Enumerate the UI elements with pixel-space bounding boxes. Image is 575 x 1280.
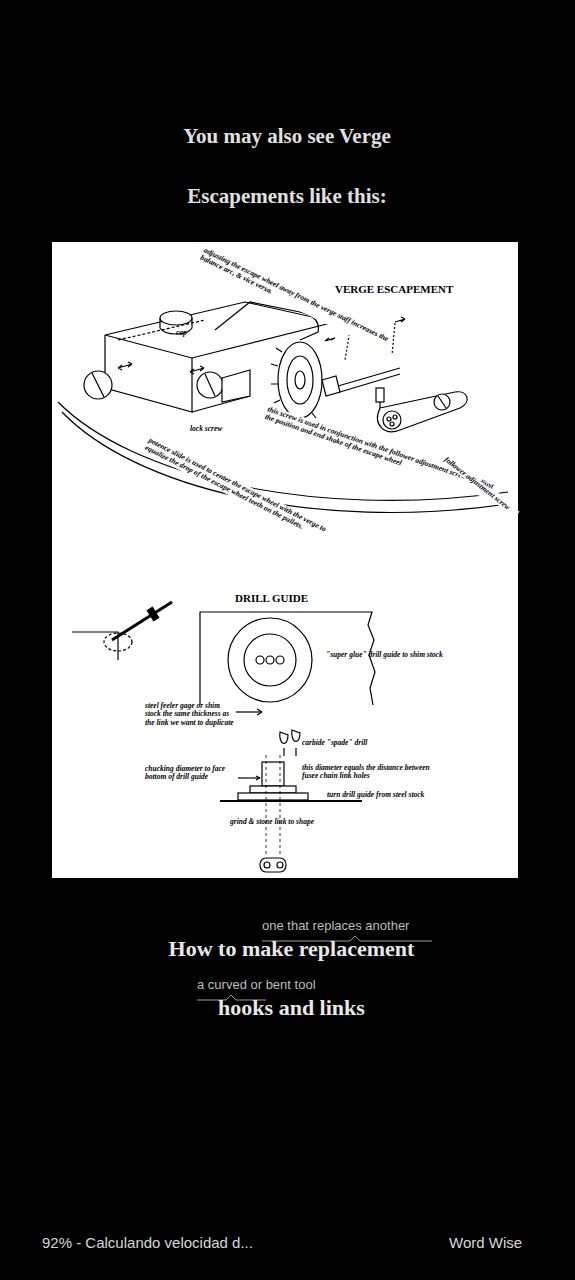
callout-note: carbide "spade" drill [302, 739, 402, 747]
verge-escapement [58, 302, 508, 512]
page-heading: You may also see Verge Escapements like … [137, 106, 437, 226]
section-heading: hooks and links [4, 995, 575, 1021]
word-wise-hint: a curved or bent tool [197, 977, 316, 992]
section-heading: How to make replacement [4, 936, 575, 962]
part-name: cap [176, 329, 187, 337]
callout-note: steel feeler gage or shim stock the same… [145, 702, 237, 727]
footer-label: Word Wise [449, 1234, 522, 1251]
reading-progress: 92% - Calculando velocidad d... [42, 1234, 253, 1251]
callout-note: "super glue" drill guide to shim stock [326, 651, 476, 659]
part-name: lock screw [190, 425, 222, 433]
callout-note: grind & stone link to shape [230, 818, 380, 826]
callout-note: turn drill guide from steel stock [327, 791, 477, 799]
figure-title: VERGE ESCAPEMENT [335, 283, 453, 295]
callout-note: this diameter equals the distance betwee… [302, 764, 442, 781]
image-panel [52, 242, 518, 878]
figure-title: DRILL GUIDE [235, 592, 308, 604]
callout-note: chucking diameter to face bottom of dril… [145, 765, 237, 782]
word-wise-hint: one that replaces another [262, 918, 409, 933]
drill-guide-figure [72, 602, 375, 872]
